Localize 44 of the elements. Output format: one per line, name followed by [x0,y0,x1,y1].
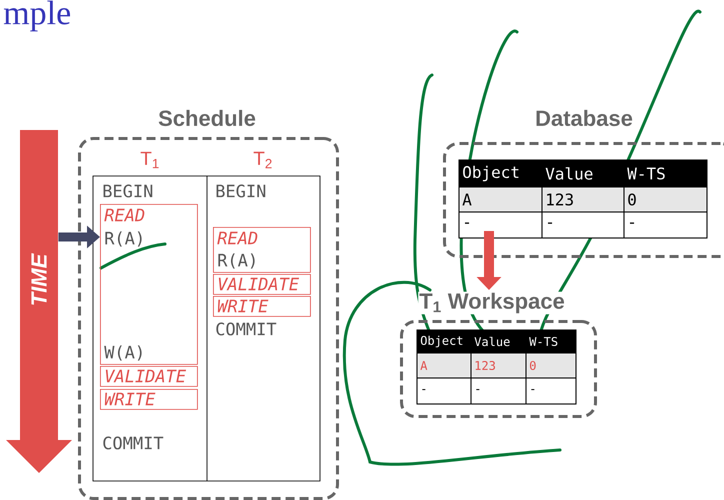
operation-text: BEGIN [216,184,266,198]
phase-box [213,274,311,295]
table-cell: - [624,212,708,238]
table-cell: Object [458,160,542,188]
phase-box [100,204,198,365]
phase-box [213,227,311,273]
table-cell: A [416,352,472,378]
table-cell: 123 [542,186,624,212]
column-header: T$_{1}$ [140,152,159,168]
heading: Database [534,108,634,128]
phase-text: VALIDATE [218,278,300,290]
phase-text: READ [104,208,144,222]
phase-text: R(A) [105,231,142,247]
heading: T$_{1}$ Workspace [418,292,566,314]
table-cell: 123 [470,352,526,378]
column-header: T$_{2}$ [254,152,272,168]
phase-box [100,389,198,410]
phase-text: R(A) [218,253,255,269]
phase-box [100,366,198,387]
phase-text: READ [217,232,258,244]
phase-text: VALIDATE [106,370,186,382]
phase-box [213,296,311,317]
heading: Schedule [157,108,257,128]
dashed-panel [78,108,339,500]
table-cell: 0 [526,352,576,378]
table-cell: 0 [624,186,708,212]
table-cell: - [470,378,526,404]
table-cell: - [526,378,576,404]
phase-text: W(A) [104,345,142,361]
operation-text: COMMIT [216,322,276,336]
table-cell: A [458,186,542,212]
table-cell: Value [470,330,526,354]
operation-text: COMMIT [103,436,164,450]
table-cell: W-TS [624,160,708,188]
title: mple [4,0,70,32]
operation-text: BEGIN [104,184,152,198]
table-cell: - [542,212,624,238]
phase-text: WRITE [104,392,156,406]
table-cell: Value [542,160,624,188]
phase-text: WRITE [218,300,268,312]
table-cell: W-TS [526,330,576,354]
table-cell: - [416,378,472,404]
table-cell: - [458,212,542,238]
table-cell: Object [416,330,472,354]
